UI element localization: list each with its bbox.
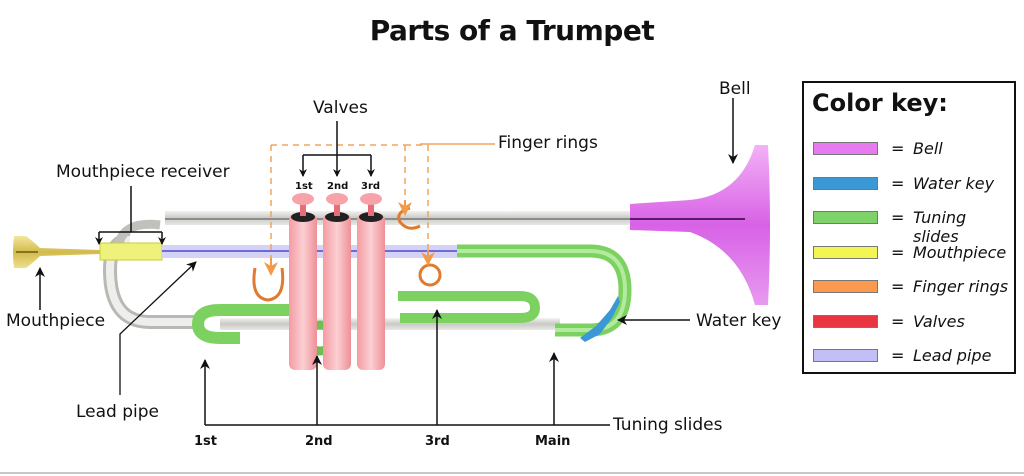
mouthpiece-receiver-label: Mouthpiece receiver <box>56 162 230 182</box>
color-key-item: = Valves <box>813 312 1013 332</box>
mouthpiece-label: Mouthpiece <box>6 311 106 331</box>
color-key-label: Mouthpiece <box>913 242 1007 262</box>
color-swatch <box>813 245 878 259</box>
valve-number-label: 2nd <box>327 181 349 192</box>
color-key-item: = Lead pipe <box>813 346 1013 366</box>
tuning-slide-number-label: Main <box>535 434 571 449</box>
valve <box>289 193 317 370</box>
valves-bracket <box>299 121 375 177</box>
tuning-slide-number-label: 2nd <box>305 434 333 449</box>
color-key-item: = Mouthpiece <box>813 243 1013 263</box>
color-key-title: Color key: <box>812 89 948 117</box>
color-key-label: Tuning slides <box>913 208 967 246</box>
color-key-item: = Bell <box>813 139 1013 159</box>
valve-number-label: 3rd <box>361 181 381 192</box>
color-key-label: Valves <box>913 311 965 331</box>
bottom-divider <box>0 472 1024 474</box>
finger-rings-label: Finger rings <box>498 133 598 153</box>
tuning-slide-number-label: 1st <box>194 434 217 449</box>
valve-number-label: 1st <box>295 181 313 192</box>
color-swatch <box>813 142 878 155</box>
equals-sign: = <box>891 208 905 227</box>
color-key-label: Bell <box>913 139 943 158</box>
bell-label: Bell <box>719 79 751 99</box>
water-key-part <box>580 296 620 342</box>
color-swatch <box>813 176 878 190</box>
valve <box>323 193 351 370</box>
equals-sign: = <box>891 346 905 365</box>
page-title: Parts of a Trumpet <box>369 14 655 47</box>
valves-label: Valves <box>313 98 368 118</box>
bell-part <box>630 145 770 305</box>
tuning-slide-number-label: 3rd <box>425 434 450 449</box>
lead-pipe-label: Lead pipe <box>76 402 160 422</box>
equals-sign: = <box>891 173 905 193</box>
lead-pipe-arrow <box>119 261 197 395</box>
color-key-label: Lead pipe <box>913 346 992 365</box>
valves-part <box>289 193 385 370</box>
color-key-label: Finger rings <box>913 277 1009 296</box>
color-swatch <box>813 211 878 224</box>
equals-sign: = <box>891 277 905 296</box>
color-key-item: = Finger rings <box>813 277 1013 297</box>
equals-sign: = <box>891 242 905 262</box>
water-key-label: Water key <box>696 311 782 331</box>
color-swatch <box>813 349 878 362</box>
color-swatch <box>813 314 878 328</box>
valve <box>357 193 385 370</box>
finger-rings-callout <box>270 144 429 272</box>
color-key-legend: Color key: = Bell = Water key = Tuning slides… <box>802 81 1016 374</box>
mouthpiece-part <box>13 236 100 268</box>
tuning-slides-label: Tuning slides <box>613 415 723 435</box>
tuning-slides-part <box>191 244 632 356</box>
equals-sign: = <box>891 139 905 158</box>
color-key-label: Water key <box>913 173 995 193</box>
mouthpiece-receiver-bracket <box>95 186 166 245</box>
color-key-item: = Water key <box>813 174 1013 194</box>
mouthpiece-receiver-part <box>99 242 163 261</box>
equals-sign: = <box>891 311 905 331</box>
color-swatch <box>813 280 878 293</box>
tuning-slides-bracket <box>200 309 610 426</box>
color-key-item: = Tuning slides <box>813 208 1013 246</box>
